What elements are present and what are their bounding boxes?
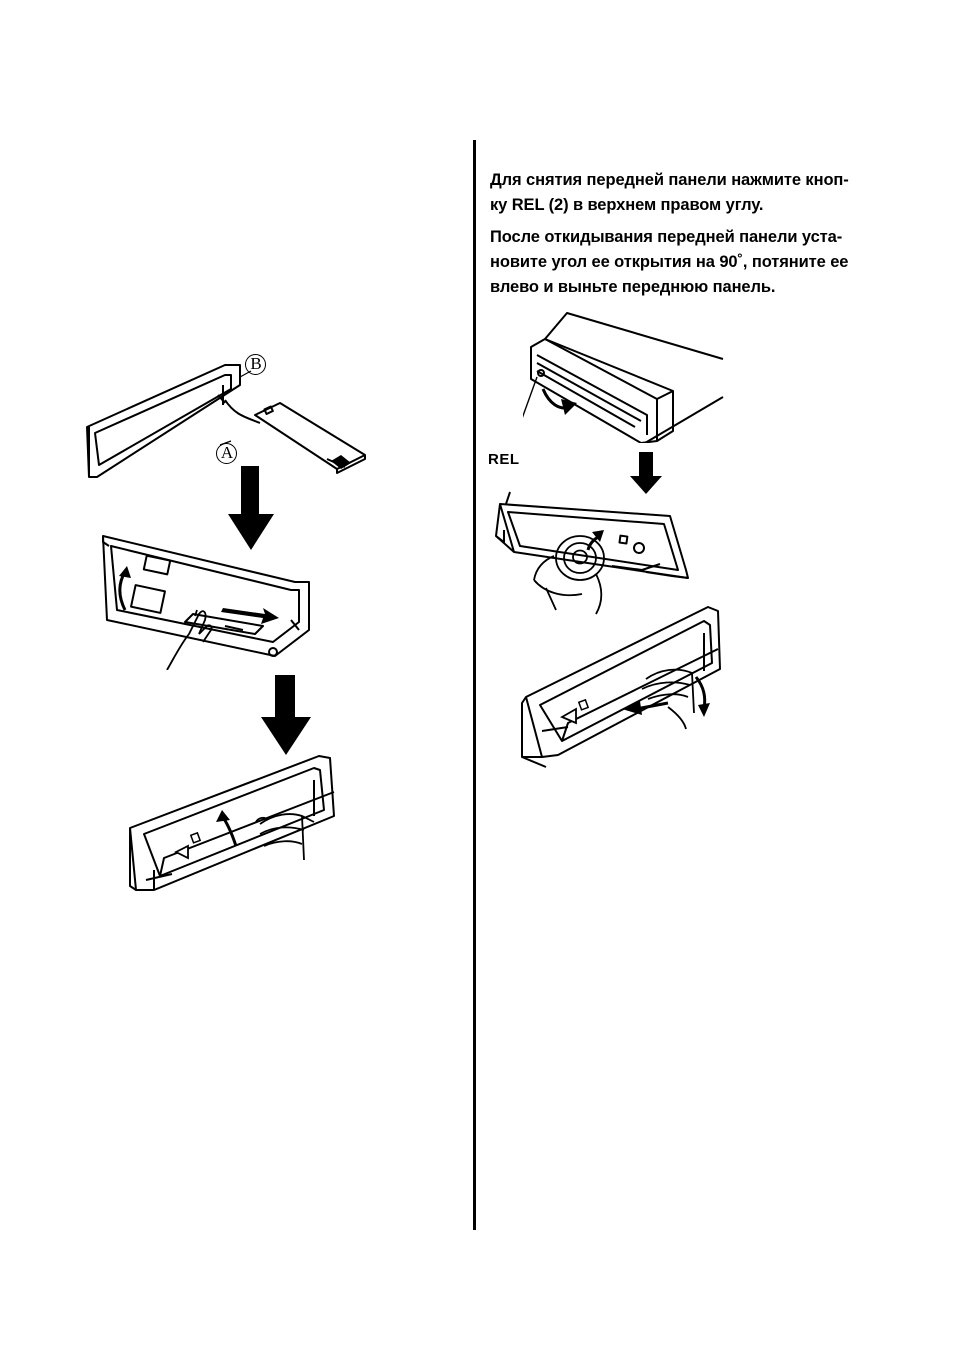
instruction-paragraph-2: После откидывания передней панели уста- … — [490, 225, 882, 300]
figure-unit-rel — [523, 303, 733, 443]
instructions-text: Для снятия передней панели нажмите кноп-… — [490, 168, 882, 307]
figure-panel-attach — [124, 750, 344, 900]
hand-icon — [642, 670, 694, 729]
panel-case-illustration — [75, 345, 375, 490]
callout-b-label: B — [245, 354, 267, 376]
figure-panel-with-case — [75, 345, 375, 490]
instruction-paragraph-1: Для снятия передней панели нажмите кноп-… — [490, 168, 882, 218]
figure-panel-disc — [492, 490, 692, 615]
column-divider — [473, 140, 476, 1230]
disc-icon — [556, 536, 604, 580]
down-arrow-icon — [630, 452, 662, 494]
callout-a-label: A — [216, 443, 238, 465]
down-arrow-icon — [261, 675, 311, 755]
rel-button-label: REL — [488, 451, 520, 468]
figure-panel-pull — [518, 603, 743, 773]
figure-panel-back-hand — [95, 530, 320, 670]
